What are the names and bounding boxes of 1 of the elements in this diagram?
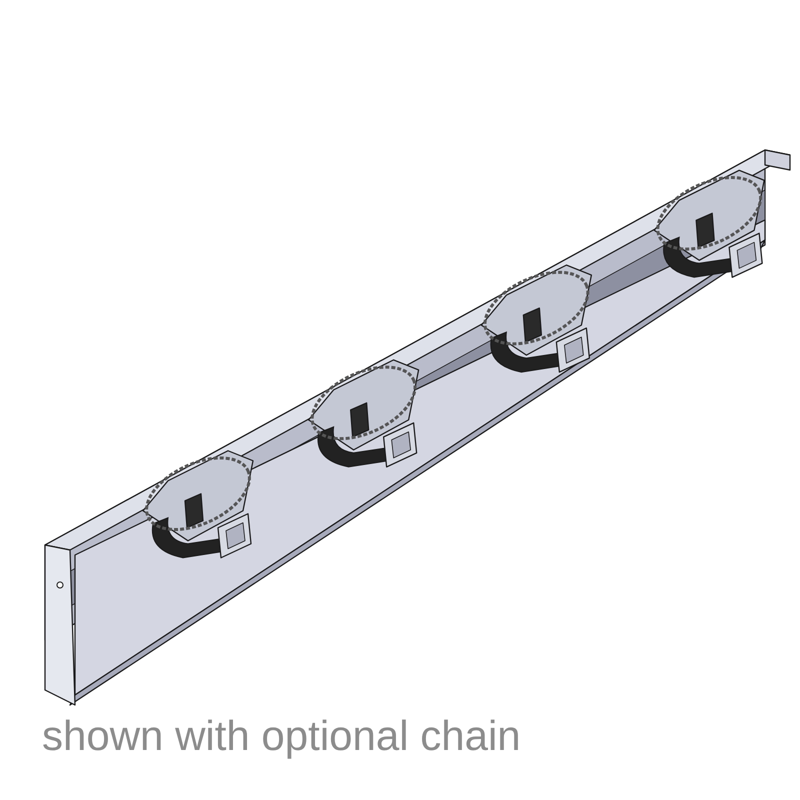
caption: shown with optional chain bbox=[42, 712, 521, 760]
